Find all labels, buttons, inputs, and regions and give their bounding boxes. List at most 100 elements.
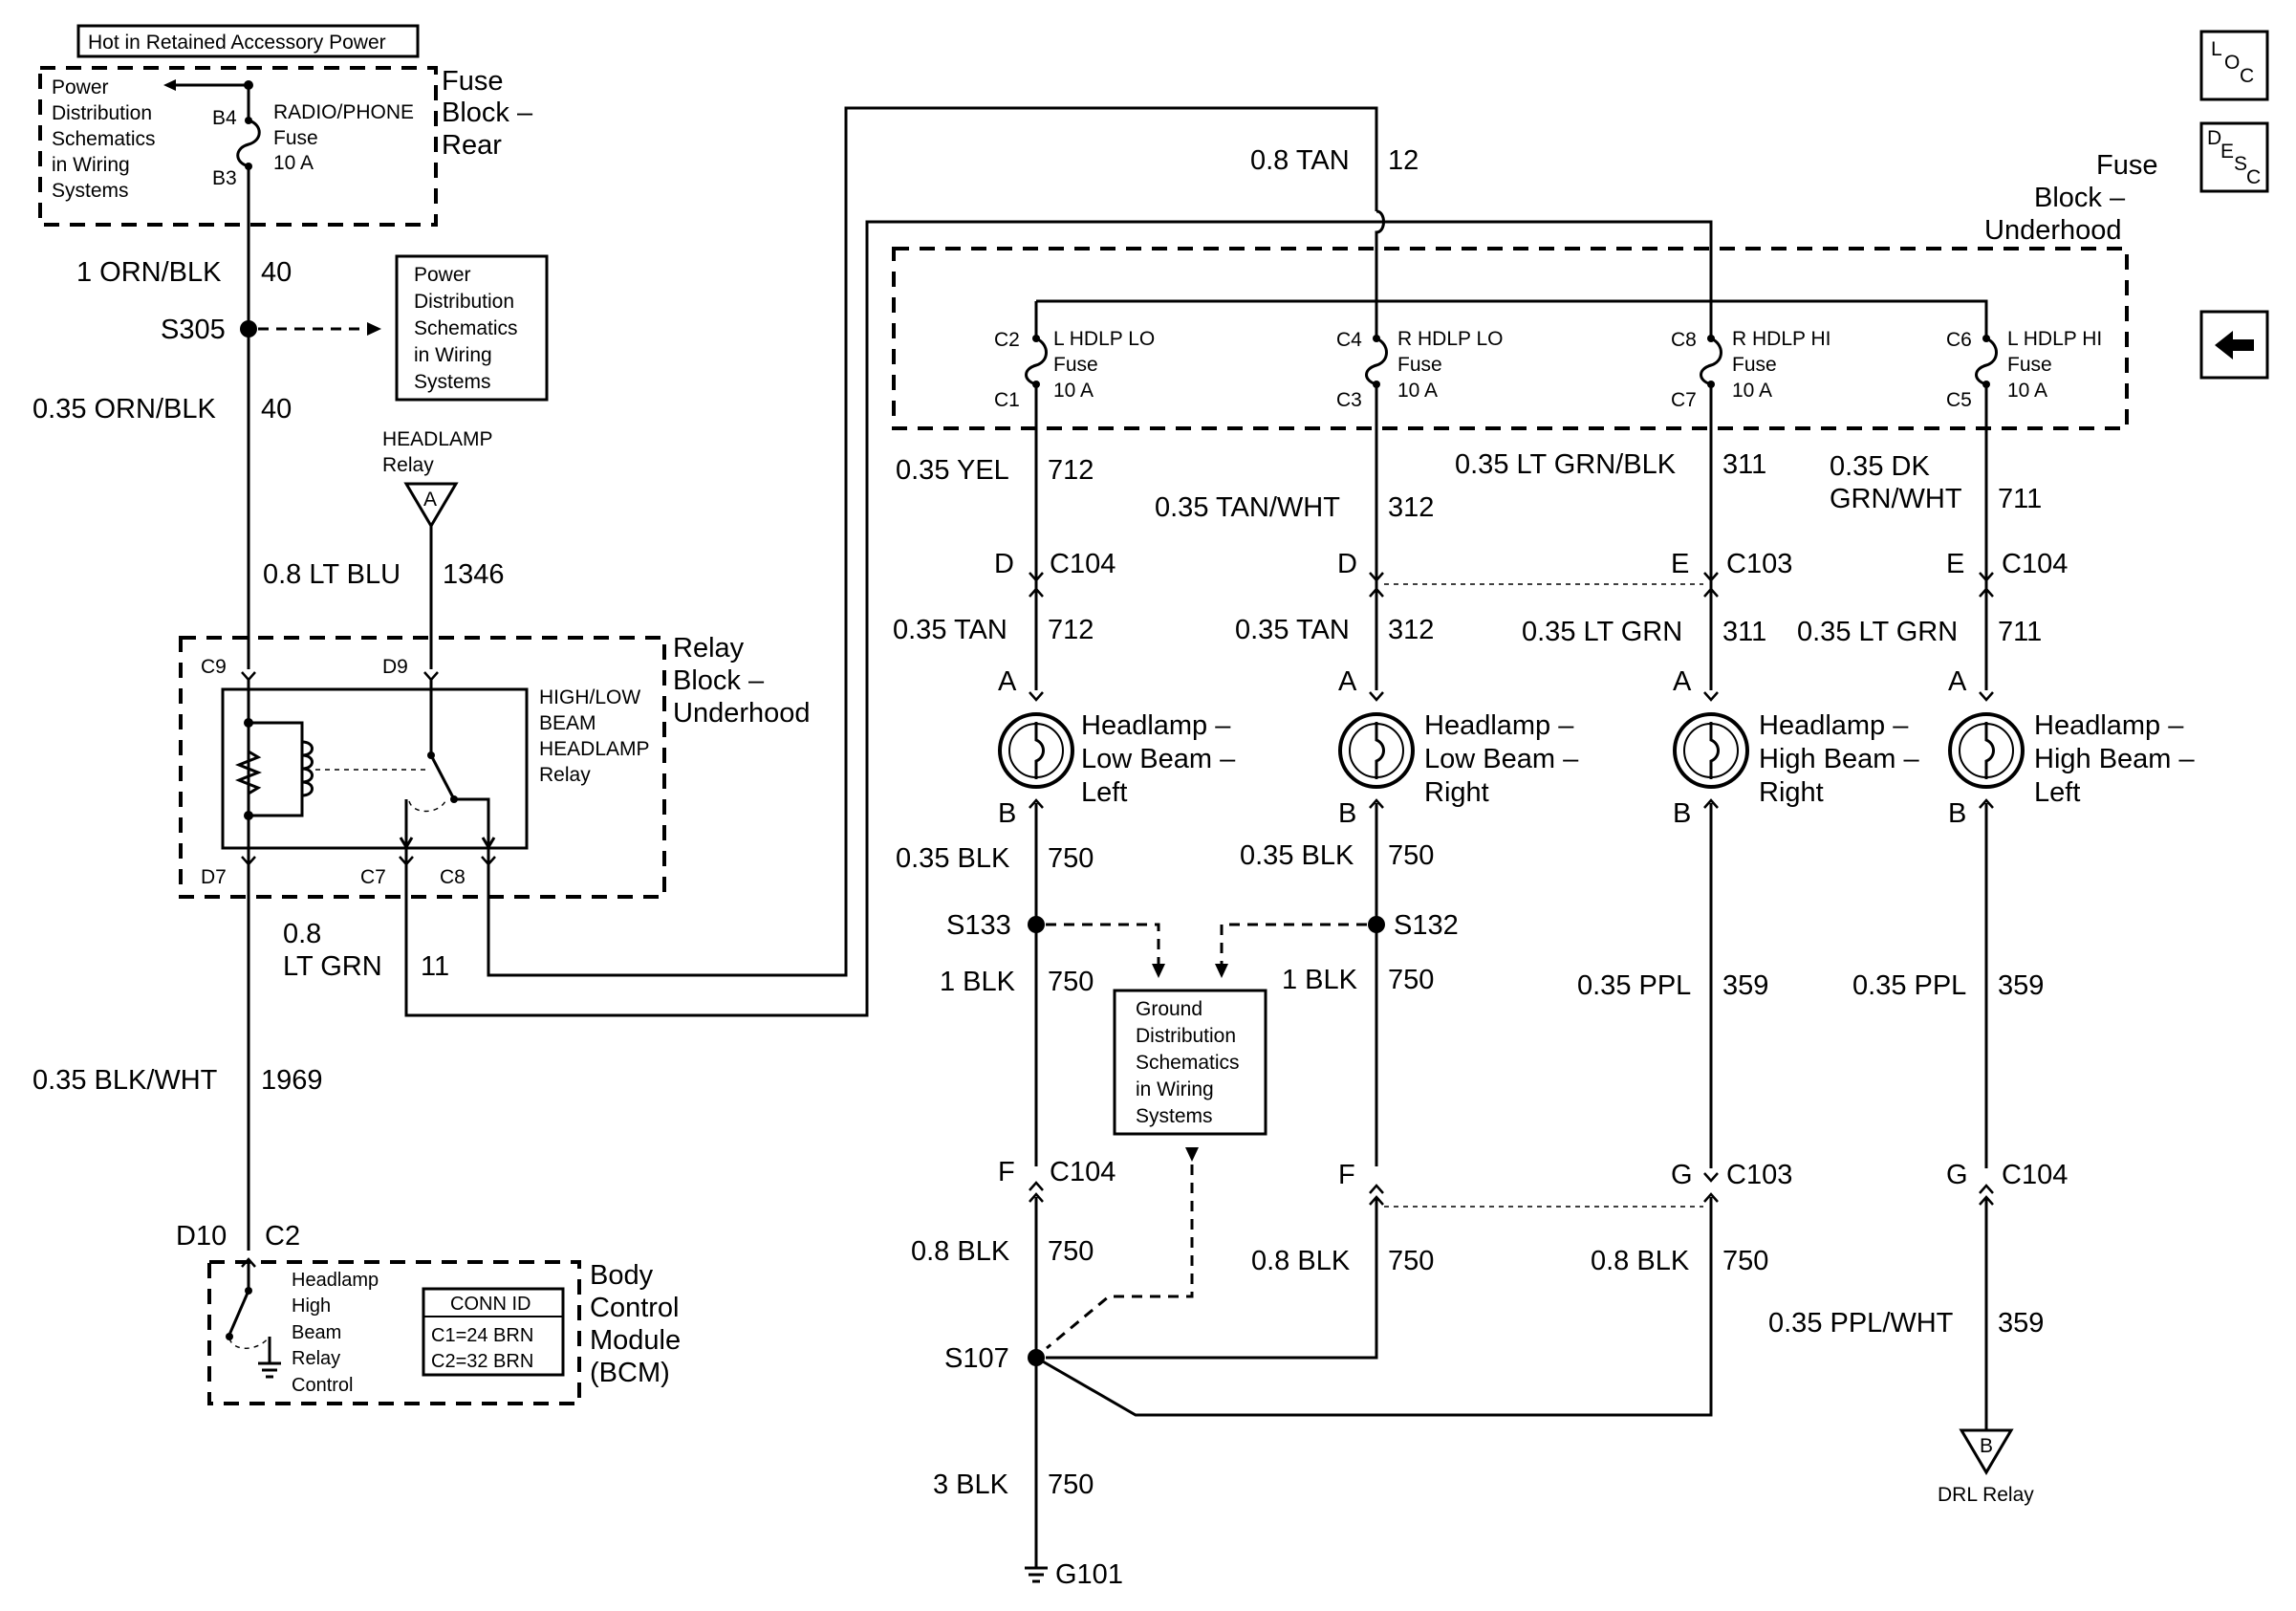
loc-letter-o: O <box>2224 52 2240 74</box>
lamp-3-pin-b: B <box>1673 798 1691 829</box>
lamp-4-name-3: Left <box>2034 777 2080 808</box>
wire-359-r-circuit: 359 <box>1722 970 1768 1001</box>
wire-311-circuit: 311 <box>1722 449 1766 480</box>
fuse-block-underhood-title-2: Block – <box>2034 183 2126 213</box>
conn-c104-g-pin: G <box>1946 1160 1968 1190</box>
conn-id-c1: C1=24 BRN <box>431 1325 533 1346</box>
fuse-l-hdlp-hi-fuse: Fuse <box>2007 354 2052 376</box>
pin-d9: D9 <box>382 656 408 678</box>
conn-id-c2: C2=32 BRN <box>431 1351 533 1372</box>
bcm-switch-label-1: Headlamp <box>292 1270 379 1291</box>
pin-c3: C3 <box>1336 389 1362 411</box>
conn-c104-e: C104 <box>2002 549 2068 579</box>
wire-312-circuit: 312 <box>1388 492 1434 523</box>
power-ref2-box <box>395 254 549 402</box>
lamp-4-pin-b: B <box>1948 798 1966 829</box>
headlamp-relay-box <box>221 687 529 850</box>
relay-block-title-3: Underhood <box>673 698 811 729</box>
desc-letter-s: S <box>2234 153 2247 175</box>
wire-11-circuit: 11 <box>421 951 449 982</box>
bcm-title-2: Control <box>590 1293 680 1323</box>
fuse-r-hdlp-lo-label: R HDLP LO <box>1397 328 1504 350</box>
headlamp-relay-ref-2: Relay <box>382 454 434 476</box>
ground-ref-leader-right <box>1220 923 1367 966</box>
lamp-1-pin-a: A <box>998 666 1017 697</box>
conn-c103-e: C103 <box>1726 549 1792 579</box>
fuse-l-hdlp-hi-label: L HDLP HI <box>2007 328 2102 350</box>
lamp-4-name-1: Headlamp – <box>2034 710 2184 741</box>
fuse-bus <box>1034 299 1711 338</box>
desc-letter-e: E <box>2220 141 2234 163</box>
wire-311-ltgrn-circuit: 311 <box>1722 617 1766 647</box>
power-ref2-line-1: Power <box>414 264 471 286</box>
ground-ref-2: Distribution <box>1136 1025 1236 1047</box>
wire-359-drl-color: 0.35 PPL/WHT <box>1768 1308 1954 1339</box>
relay-block-outline <box>179 636 666 899</box>
lamp-1-name-2: Low Beam – <box>1081 744 1236 774</box>
pin-c8: C8 <box>440 866 466 888</box>
wire-712-color: 0.35 YEL <box>896 455 1009 486</box>
pin-c2-bcm: C2 <box>265 1221 300 1252</box>
pin-d7: D7 <box>201 866 227 888</box>
fuse-block-rear-title-3: Rear <box>442 130 502 161</box>
splice-s107: S107 <box>944 1343 1009 1374</box>
wire-1346-color: 0.8 LT BLU <box>263 559 401 590</box>
wire-711-color-1: 0.35 DK <box>1830 451 1930 482</box>
conn-c104-f: C104 <box>1050 1157 1116 1187</box>
wire-750-3-color: 3 BLK <box>933 1469 1009 1500</box>
relay-label-2: BEAM <box>539 712 596 734</box>
conn-c103-g: C103 <box>1726 1160 1792 1190</box>
conn-c103-e-pin: E <box>1671 549 1689 579</box>
power-ref-line-3: Schematics <box>52 128 156 150</box>
fuse-block-rear-outline <box>38 66 438 227</box>
splice-s132-dot <box>1368 916 1385 933</box>
back-arrow-button[interactable] <box>2199 310 2269 380</box>
bcm-switch-label-5: Control <box>292 1375 353 1396</box>
wire-1346-circuit: 1346 <box>443 559 505 590</box>
bcm-title-4: (BCM) <box>590 1358 670 1388</box>
fuse-block-rear-title-1: Fuse <box>442 66 503 97</box>
fuse-r-hdlp-hi-fuse: Fuse <box>1732 354 1777 376</box>
wire-11-color: LT GRN <box>283 951 382 982</box>
location-button[interactable]: L O C <box>2199 30 2269 101</box>
wire-712-circuit: 712 <box>1048 455 1094 486</box>
wire-312-tan-circuit: 312 <box>1388 615 1434 645</box>
wire-750-b-color: 0.35 BLK <box>1240 840 1354 871</box>
pin-c5: C5 <box>1946 389 1972 411</box>
conn-c103-g-pin: G <box>1671 1160 1693 1190</box>
power-ref-line-4: in Wiring <box>52 154 130 176</box>
drl-relay-pin: B <box>1980 1435 1993 1457</box>
wire-750-8b-color: 0.8 BLK <box>1251 1246 1351 1276</box>
wire-750-8a-color: 0.8 BLK <box>911 1236 1010 1267</box>
wire-359-l-circuit: 359 <box>1998 970 2044 1001</box>
wire-712-tan-color: 0.35 TAN <box>893 615 1007 645</box>
lamp-3-name-3: Right <box>1759 777 1824 808</box>
power-ref-line-2: Distribution <box>52 102 152 124</box>
hot-label: Hot in Retained Accessory Power <box>88 32 386 54</box>
lamp-4-name-2: High Beam – <box>2034 744 2196 774</box>
wire-750-1-circuit: 750 <box>1048 967 1094 997</box>
pin-c8-fuse: C8 <box>1671 329 1697 351</box>
relay-block-title-1: Relay <box>673 633 745 664</box>
fuse-l-hdlp-lo-label: L HDLP LO <box>1053 328 1155 350</box>
fuse-r-hdlp-lo-rating: 10 A <box>1397 380 1438 402</box>
pin-c9: C9 <box>201 656 227 678</box>
relay-block-title-2: Block – <box>673 665 765 696</box>
wire-11-gauge: 0.8 <box>283 919 321 949</box>
description-button[interactable]: D E S C <box>2199 121 2269 193</box>
wire-750-8c-circuit: 750 <box>1722 1246 1768 1276</box>
wire-711-ltgrn-circuit: 711 <box>1998 617 2042 647</box>
loc-letter-c: C <box>2240 65 2254 87</box>
wire-12-circuit: 12 <box>1388 145 1419 176</box>
splice-s132: S132 <box>1394 910 1459 941</box>
wire-750-8c-color: 0.8 BLK <box>1591 1246 1690 1276</box>
wire-711-circuit: 711 <box>1998 484 2042 514</box>
drl-relay-triangle <box>1959 1428 2014 1475</box>
fuse-l-hdlp-lo-rating: 10 A <box>1053 380 1094 402</box>
wire-750-8b-circuit: 750 <box>1388 1246 1434 1276</box>
wire-40-b-color: 0.35 ORN/BLK <box>32 394 216 425</box>
pin-c4: C4 <box>1336 329 1362 351</box>
fuse-block-rear-title-2: Block – <box>442 98 533 128</box>
radio-phone-fuse-label-2: Fuse <box>273 127 318 149</box>
